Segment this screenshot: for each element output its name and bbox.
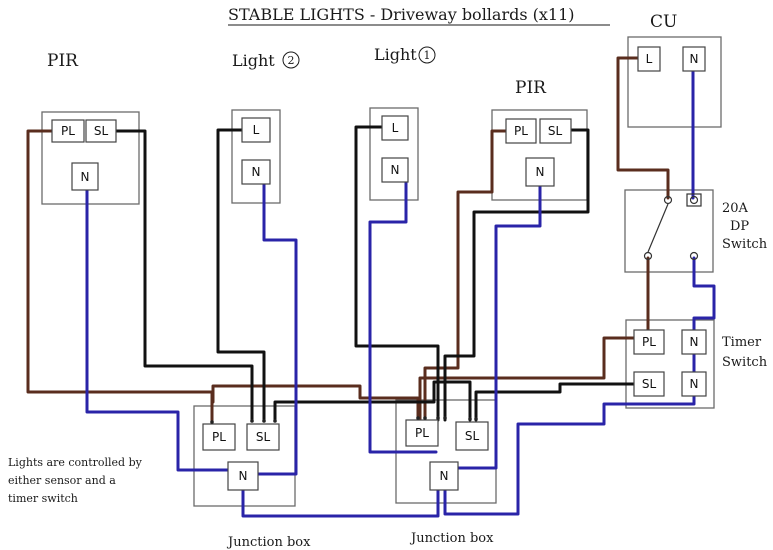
jb-right-pl-label: PL bbox=[415, 426, 429, 440]
cu-label: CU bbox=[650, 12, 677, 32]
cu-l-terminal bbox=[637, 46, 661, 72]
pir-left-label: PIR bbox=[47, 51, 79, 71]
dp-switch-label-1: 20A bbox=[722, 201, 749, 216]
jb-right-sl-label: SL bbox=[465, 429, 480, 443]
dp-switch-mechanism bbox=[643, 193, 702, 261]
jb-left-pl-terminal bbox=[202, 423, 236, 451]
wire-n-timer-to-jb bbox=[443, 390, 696, 516]
jb-left-n-terminal bbox=[227, 461, 259, 491]
wire-sl-pir-right bbox=[443, 128, 590, 422]
light2-label: Light bbox=[232, 51, 275, 70]
timer-n-top-label: N bbox=[690, 335, 699, 349]
pir-left-pl-label: PL bbox=[61, 124, 75, 138]
jb-left-pl-label: PL bbox=[212, 430, 226, 444]
timer-n-bottom-terminal bbox=[681, 371, 707, 397]
note-line-1: Lights are controlled by bbox=[8, 456, 143, 469]
light1-l-terminal bbox=[381, 115, 409, 141]
wire-n-dp-to-timer bbox=[692, 256, 716, 332]
timer-sl-label: SL bbox=[642, 377, 657, 391]
pir-right-pl-label: PL bbox=[514, 124, 528, 138]
jb-right-n-terminal bbox=[429, 461, 459, 491]
diagram-title: STABLE LIGHTS - Driveway bollards (x11) bbox=[228, 5, 575, 24]
light2-n-terminal bbox=[241, 159, 271, 185]
jb-right-sl-terminal bbox=[455, 421, 489, 451]
jb-left-sl-label: SL bbox=[256, 430, 271, 444]
pir-right-label: PIR bbox=[515, 78, 547, 98]
junction-box-left-label: Junction box bbox=[226, 535, 311, 550]
wire-n-light2 bbox=[256, 178, 298, 476]
wire-n-pir-right bbox=[453, 178, 542, 470]
pir-left-n-label: N bbox=[81, 170, 90, 184]
pir-left-sl-terminal bbox=[85, 119, 117, 143]
cu-n-terminal bbox=[682, 46, 706, 72]
timer-pl-terminal bbox=[633, 329, 665, 355]
wire-sl-timer-to-jb bbox=[474, 382, 636, 422]
junction-connector-dots bbox=[210, 416, 478, 424]
light1-n-label: N bbox=[391, 163, 400, 177]
wire-live-cu-to-dp bbox=[616, 56, 670, 200]
dp-switch-label-3: Switch bbox=[722, 237, 768, 252]
timer-n-bottom-label: N bbox=[690, 377, 699, 391]
light1-l-label: L bbox=[392, 121, 399, 135]
jb-right-pl-terminal bbox=[405, 419, 439, 447]
light1-number: 1 bbox=[424, 49, 431, 62]
timer-switch-label-2: Switch bbox=[722, 355, 768, 370]
light2-number-circle bbox=[282, 51, 300, 69]
pir-left-pl-terminal bbox=[51, 119, 85, 143]
wire-n-light1 bbox=[368, 176, 438, 454]
timer-n-top-terminal bbox=[681, 329, 707, 355]
light1-label: Light bbox=[374, 45, 417, 64]
light1-number-circle bbox=[418, 46, 436, 64]
pir-left-n-terminal bbox=[71, 162, 99, 191]
note-line-2: either sensor and a bbox=[8, 474, 116, 487]
pir-right-pl-terminal bbox=[505, 118, 537, 144]
wire-n-pir-left bbox=[85, 188, 230, 472]
wire-n-jb-link bbox=[241, 488, 440, 518]
light2-number: 2 bbox=[288, 54, 295, 67]
note-line-3: timer switch bbox=[8, 492, 78, 505]
junction-box-right-label: Junction box bbox=[409, 531, 494, 546]
wire-sl-pir-left bbox=[114, 129, 254, 422]
cu-n-label: N bbox=[690, 52, 699, 66]
pir-left-sl-label: SL bbox=[94, 124, 109, 138]
timer-pl-label: PL bbox=[642, 335, 656, 349]
wire-sl-jb-link bbox=[273, 380, 472, 422]
pir-right-n-terminal bbox=[525, 157, 555, 187]
light1-n-terminal bbox=[381, 157, 409, 183]
dp-switch-box bbox=[624, 189, 714, 273]
pir-right-sl-label: SL bbox=[548, 124, 563, 138]
jb-right-n-label: N bbox=[440, 469, 449, 483]
jb-left-n-label: N bbox=[239, 469, 248, 483]
dp-switch-label-2: DP bbox=[730, 219, 749, 234]
jb-left-sl-terminal bbox=[246, 423, 280, 451]
timer-switch-label-1: Timer bbox=[722, 335, 762, 350]
wire-sl-light1 bbox=[354, 125, 440, 422]
light2-n-label: N bbox=[252, 165, 261, 179]
timer-sl-terminal bbox=[633, 371, 665, 397]
wire-live-pir-right bbox=[423, 129, 508, 422]
wire-sl-light2 bbox=[216, 128, 266, 422]
light2-l-terminal bbox=[241, 117, 271, 143]
light2-l-label: L bbox=[253, 123, 260, 137]
cu-l-label: L bbox=[646, 52, 653, 66]
wire-live-timer-to-jb bbox=[418, 336, 636, 422]
pir-right-n-label: N bbox=[536, 165, 545, 179]
pir-right-sl-terminal bbox=[539, 118, 572, 144]
